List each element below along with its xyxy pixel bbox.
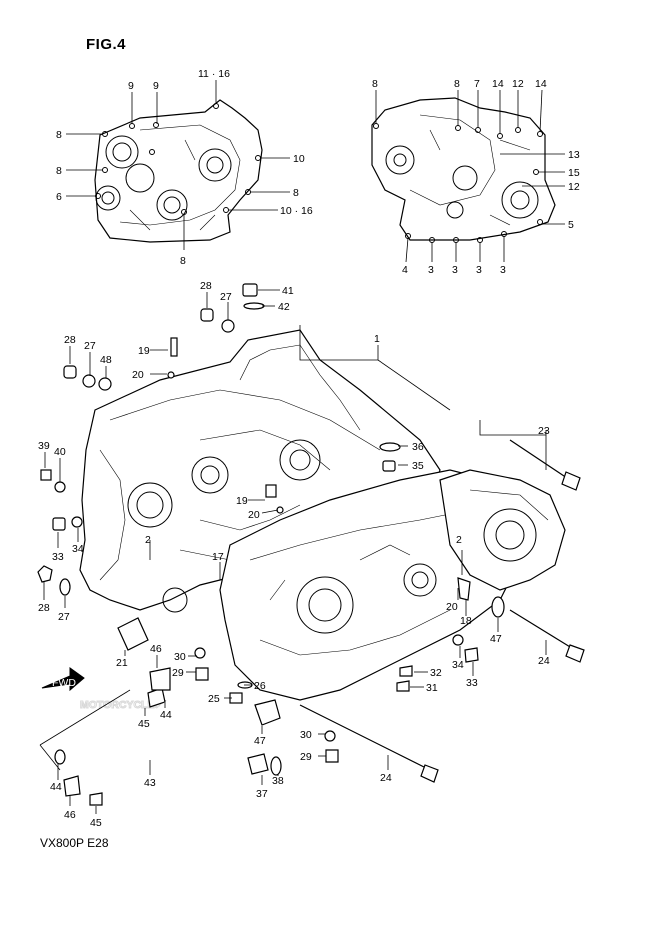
callout-27a: 27 (220, 291, 232, 303)
callout-8d: 8 (180, 255, 186, 267)
callout-39: 39 (38, 440, 50, 452)
callout-29a: 29 (172, 667, 184, 679)
callout-20a: 20 (132, 369, 144, 381)
callout-20c: 20 (446, 601, 458, 613)
callout-11-16: 11 · 16 (198, 68, 230, 80)
callout-20b: 20 (248, 509, 260, 521)
callout-14b: 14 (535, 78, 547, 90)
callout-35: 35 (412, 460, 424, 472)
callout-2b: 2 (456, 534, 462, 546)
callout-46a: 46 (150, 643, 162, 655)
callout-41: 41 (282, 285, 294, 297)
callout-9a: 9 (128, 80, 134, 92)
fwd-label: FWD (52, 677, 76, 689)
callout-12a: 12 (512, 78, 524, 90)
right-cover-labels: 8 8 7 14 12 14 13 15 12 5 4 3 3 3 3 (372, 78, 580, 276)
callout-47b: 47 (254, 735, 266, 747)
callout-33a: 33 (52, 551, 64, 563)
callout-10-16: 10 · 16 (280, 205, 313, 217)
callout-46b: 46 (64, 809, 76, 821)
small-parts (37, 283, 585, 806)
left-cover-labels: 9 9 11 · 16 8 8 6 10 8 10 · 16 8 (56, 68, 313, 267)
callout-33b: 33 (466, 677, 478, 689)
callout-21: 21 (116, 657, 128, 669)
figure-title: FIG.4 (86, 36, 127, 53)
callout-26: 26 (254, 680, 266, 692)
callout-45a: 45 (138, 718, 150, 730)
callout-8a: 8 (56, 129, 62, 141)
callout-44a: 44 (160, 709, 172, 721)
callout-15: 15 (568, 167, 580, 179)
callout-13: 13 (568, 149, 580, 161)
crankcase-side-cover (439, 469, 566, 591)
callout-18: 18 (460, 615, 472, 627)
model-code: VX800P E28 (40, 836, 109, 850)
callout-37: 37 (256, 788, 268, 800)
callout-30a: 30 (174, 651, 186, 663)
main-leaders (39, 289, 547, 814)
callout-42: 42 (278, 301, 290, 313)
callout-36: 36 (412, 441, 424, 453)
callout-31: 31 (426, 682, 438, 694)
callout-34a: 34 (72, 543, 84, 555)
callout-40: 40 (54, 446, 66, 458)
callout-5: 5 (568, 219, 574, 231)
callout-4: 4 (402, 264, 408, 276)
callout-28a: 28 (200, 280, 212, 292)
callout-2a: 2 (145, 534, 151, 546)
callout-28b: 28 (64, 334, 76, 346)
callout-8-r2: 8 (454, 78, 460, 90)
callout-38: 38 (272, 775, 284, 787)
right-cover-leaders (375, 89, 565, 263)
callout-29b: 29 (300, 751, 312, 763)
callout-1: 1 (374, 333, 380, 345)
crankcase-right-half (219, 469, 521, 701)
callout-27c: 27 (58, 611, 70, 623)
callout-25: 25 (208, 693, 220, 705)
callout-10: 10 (293, 153, 305, 165)
callout-48: 48 (100, 354, 112, 366)
callout-30b: 30 (300, 729, 312, 741)
callout-3b: 3 (452, 264, 458, 276)
callout-3a: 3 (428, 264, 434, 276)
callout-8c: 8 (293, 187, 299, 199)
callout-9b: 9 (153, 80, 159, 92)
main-labels: 28 27 41 42 1 28 27 48 19 20 39 40 36 35… (38, 280, 550, 829)
callout-28c: 28 (38, 602, 50, 614)
callout-17: 17 (212, 551, 224, 563)
callout-45b: 45 (90, 817, 102, 829)
callout-24a: 24 (538, 655, 550, 667)
callout-24b: 24 (380, 772, 392, 784)
callout-23: 23 (538, 425, 550, 437)
left-cover-leaders (66, 80, 290, 250)
callout-47a: 47 (490, 633, 502, 645)
right-cover-diagram (371, 97, 556, 243)
callout-32: 32 (430, 667, 442, 679)
callout-43: 43 (144, 777, 156, 789)
callout-19a: 19 (138, 345, 150, 357)
callout-8b: 8 (56, 165, 62, 177)
callout-8-r1: 8 (372, 78, 378, 90)
callout-19b: 19 (236, 495, 248, 507)
callout-3c: 3 (476, 264, 482, 276)
callout-14a: 14 (492, 78, 504, 90)
callout-12b: 12 (568, 181, 580, 193)
fwd-arrow-icon: FWD (41, 667, 85, 692)
callout-44b: 44 (50, 781, 62, 793)
callout-7: 7 (474, 78, 480, 90)
callout-34b: 34 (452, 659, 464, 671)
callout-3d: 3 (500, 264, 506, 276)
callout-6: 6 (56, 191, 62, 203)
callout-27b: 27 (84, 340, 96, 352)
left-cover-diagram (94, 99, 263, 243)
